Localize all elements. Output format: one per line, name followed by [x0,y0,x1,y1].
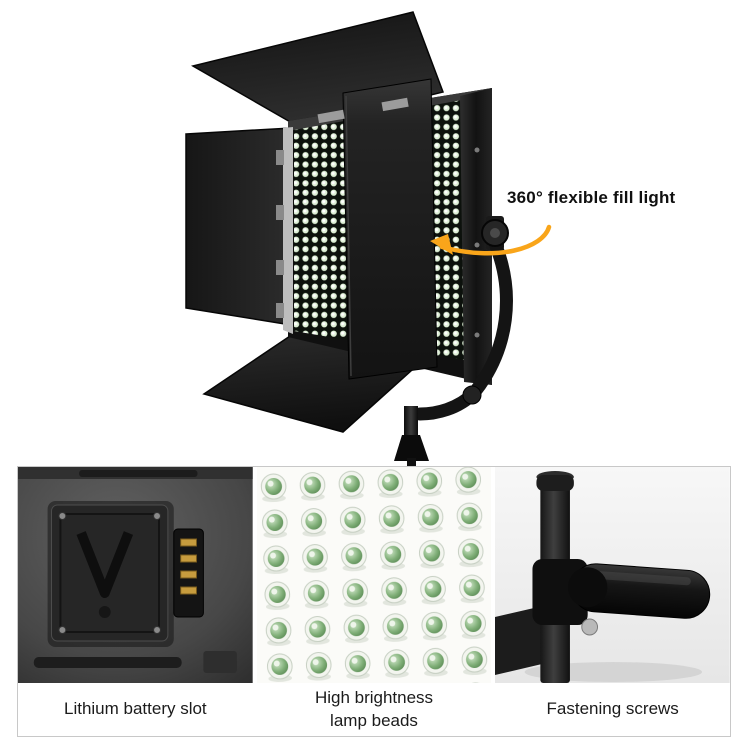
rotation-arrow-icon [430,224,552,256]
fastening-screws-photo [495,467,731,683]
light-stand-pole [394,406,429,466]
caption-fastening-screws: Fastening screws [546,699,679,719]
frame-rail-right [460,88,492,385]
lithium-battery-slot-photo [18,467,253,683]
detail-cell-battery: Lithium battery slot [18,467,253,736]
tilt-knob [481,219,509,247]
detail-cell-beads: High brightness lamp beads [256,467,492,736]
led-panel-light-photo [185,11,552,466]
barn-door-front [342,78,438,380]
hinge-rail-left [276,97,409,334]
caption-battery-slot: Lithium battery slot [63,699,207,719]
lamp-beads-photo [256,467,492,683]
feature-detail-box: Lithium battery slot [17,466,731,737]
caption-lamp-beads: High brightness lamp beads [314,688,434,730]
annotation-360-flexible: 360° flexible fill light [507,188,676,207]
detail-cell-screws: Fastening screws [495,467,731,736]
barn-door-left [185,127,292,326]
